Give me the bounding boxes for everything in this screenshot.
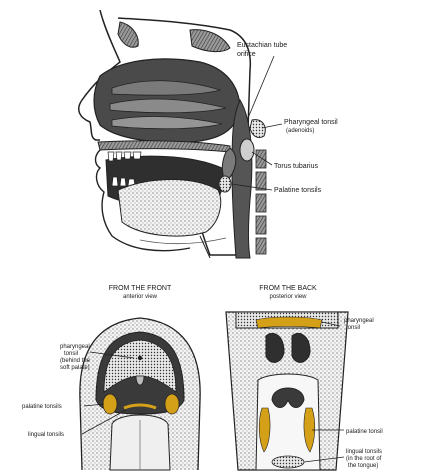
label-eustachian-line1: Eustachian tube [237, 42, 287, 49]
back-view-subtitle: posterior view [269, 294, 307, 300]
front-view-drawing [80, 318, 200, 470]
label-pharyngeal-tonsil: Pharyngeal tonsil [284, 119, 338, 126]
back-view-drawing [226, 312, 348, 470]
front-label-pharyngeal-3: (behind the [60, 358, 91, 364]
label-torus-tubarius: Torus tubarius [274, 163, 318, 170]
label-palatine-tonsils: Palatine tonsils [274, 187, 322, 194]
front-label-lingual: lingual tonsils [28, 432, 64, 438]
back-label-lingual-3: the tongue) [348, 463, 378, 469]
front-label-pharyngeal-2: tonsil [64, 351, 78, 357]
label-adenoids: (adenoids) [286, 128, 314, 134]
back-label-palatine: palatine tonsil [346, 429, 383, 435]
back-label-pharyngeal-2: tonsil [346, 325, 360, 331]
back-view-title: FROM THE BACK [259, 285, 317, 292]
label-eustachian-line2: orifice [237, 51, 256, 58]
back-label-pharyngeal-1: pharyngeal [344, 318, 374, 324]
back-label-lingual-1: lingual tonsils [346, 449, 382, 455]
front-label-pharyngeal-1: pharyngeal [60, 344, 90, 350]
front-label-palatine: palatine tonsils [22, 404, 62, 410]
back-label-lingual-2: (in the root of [346, 456, 382, 462]
front-view-title: FROM THE FRONT [109, 285, 172, 292]
front-label-pharyngeal-4: soft palate) [60, 365, 90, 371]
front-view-subtitle: anterior view [123, 294, 158, 300]
